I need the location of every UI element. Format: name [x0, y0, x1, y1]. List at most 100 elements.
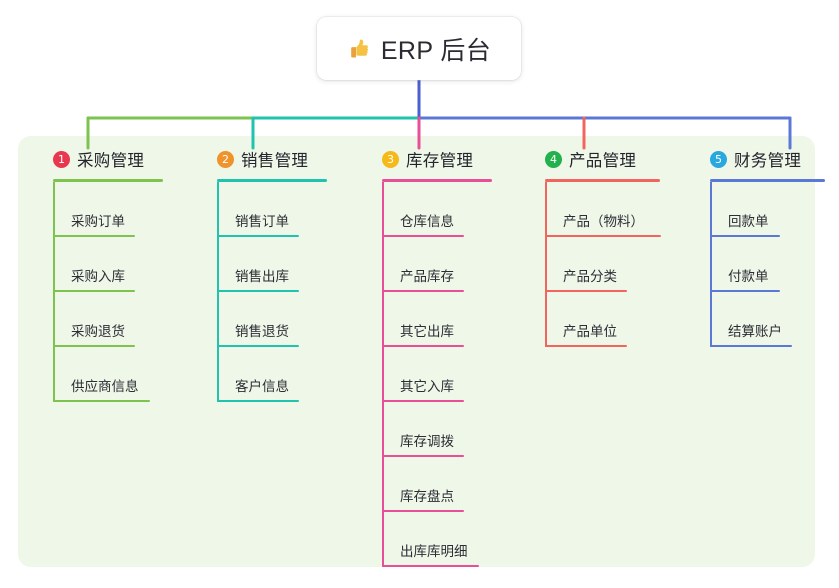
branch-title: 财务管理	[734, 152, 802, 170]
branch-item-label: 销售订单	[235, 214, 289, 229]
branch-item-list: 销售订单销售出库销售退货客户信息	[200, 182, 327, 402]
branch-item[interactable]: 产品（物料）	[528, 182, 661, 237]
branch-column: 1 采购管理采购订单采购入库采购退货供应商信息	[36, 147, 163, 402]
branch-number-badge: 3	[382, 150, 399, 168]
branch-item-label: 库存调拨	[400, 434, 454, 449]
branches-panel	[18, 136, 815, 567]
branch-item-list: 回款单付款单结算账户	[693, 182, 825, 347]
branch-header-rule	[710, 179, 825, 182]
branch-item[interactable]: 库存调拨	[365, 402, 492, 457]
thumbs-up-icon	[347, 36, 372, 61]
branch-item-label: 其它入库	[400, 379, 454, 394]
root-node-content: ERP 后台	[347, 31, 491, 67]
branch-spine	[545, 182, 547, 347]
branch-item-label: 付款单	[728, 269, 769, 284]
root-title: ERP 后台	[380, 36, 492, 65]
branch-item[interactable]: 库存盘点	[365, 457, 492, 512]
branch-item[interactable]: 结算账户	[693, 292, 825, 347]
branch-title: 产品管理	[569, 152, 637, 170]
branch-item[interactable]: 回款单	[693, 182, 825, 237]
branch-item-label: 结算账户	[728, 324, 782, 339]
branch-column: 2 销售管理销售订单销售出库销售退货客户信息	[200, 147, 327, 402]
branch-item-rule	[382, 400, 464, 402]
branch-item-label: 出库库明细	[400, 544, 468, 559]
branch-header-rule	[217, 179, 327, 182]
branch-item[interactable]: 采购入库	[36, 237, 163, 292]
branch-number-badge: 5	[710, 150, 727, 168]
branch-item-label: 仓库信息	[400, 214, 454, 229]
branch-header-rule	[545, 179, 660, 182]
branch-item-rule	[53, 235, 135, 237]
root-node[interactable]: ERP 后台	[317, 17, 521, 80]
branch-title: 销售管理	[241, 152, 309, 170]
branch-title: 采购管理	[77, 152, 145, 170]
branch-item-rule	[545, 345, 627, 347]
branch-header-库存管理[interactable]: 3 库存管理	[382, 147, 492, 171]
branch-item[interactable]: 产品库存	[365, 237, 492, 292]
branch-number-badge: 2	[217, 150, 234, 168]
branch-item-label: 库存盘点	[400, 489, 454, 504]
branch-item-list: 仓库信息产品库存其它出库其它入库库存调拨库存盘点出库库明细	[365, 182, 492, 567]
branch-item[interactable]: 付款单	[693, 237, 825, 292]
branch-item[interactable]: 仓库信息	[365, 182, 492, 237]
branch-header-销售管理[interactable]: 2 销售管理	[217, 147, 327, 171]
branch-item[interactable]: 销售订单	[200, 182, 327, 237]
branch-column: 4 产品管理产品（物料） 产品分类产品单位	[528, 147, 661, 347]
branch-item-rule	[545, 290, 627, 292]
branch-item-label: 产品单位	[563, 324, 617, 339]
branch-header-rule	[53, 179, 163, 182]
branch-header-财务管理[interactable]: 5 财务管理	[710, 147, 825, 171]
branch-item-list: 采购订单采购入库采购退货供应商信息	[36, 182, 163, 402]
branch-column: 3 库存管理仓库信息产品库存其它出库其它入库库存调拨库存盘点出库库明细	[365, 147, 492, 567]
branch-item-label: 回款单	[728, 214, 769, 229]
branch-spine	[710, 182, 712, 347]
branch-column: 5 财务管理回款单付款单结算账户	[693, 147, 825, 347]
branch-item-label: 采购订单	[71, 214, 125, 229]
branch-item[interactable]: 产品单位	[528, 292, 660, 347]
branch-item-rule	[53, 290, 135, 292]
branch-number-badge: 4	[545, 150, 562, 168]
branch-item-rule	[710, 290, 780, 292]
branch-item-rule	[710, 345, 792, 347]
branch-item[interactable]: 销售退货	[200, 292, 327, 347]
branch-item[interactable]: 其它出库	[365, 292, 492, 347]
branch-item-rule	[382, 565, 479, 567]
branch-item[interactable]: 客户信息	[200, 347, 327, 402]
branch-item-label: 产品分类	[563, 269, 617, 284]
branch-header-产品管理[interactable]: 4 产品管理	[545, 147, 660, 171]
branch-item-rule	[217, 290, 299, 292]
branch-item-rule	[382, 455, 464, 457]
branch-item[interactable]: 其它入库	[365, 347, 492, 402]
branch-item-rule	[382, 510, 464, 512]
branch-item-rule	[545, 235, 661, 237]
branch-header-rule	[382, 179, 492, 182]
branch-item-label: 采购入库	[71, 269, 125, 284]
branch-item[interactable]: 采购订单	[36, 182, 163, 237]
branch-spine	[217, 182, 219, 402]
branch-item[interactable]: 产品分类	[528, 237, 660, 292]
branch-number-badge: 1	[53, 150, 70, 168]
branch-item-list: 产品（物料） 产品分类产品单位	[528, 182, 661, 347]
branch-item[interactable]: 出库库明细	[365, 512, 492, 567]
branch-item-rule	[53, 345, 135, 347]
branch-item-rule	[382, 235, 464, 237]
branch-item-label: 产品（物料）	[563, 214, 644, 229]
branch-item-label: 销售退货	[235, 324, 289, 339]
branch-item-rule	[53, 400, 150, 402]
branch-item[interactable]: 供应商信息	[36, 347, 163, 402]
branch-item-label: 其它出库	[400, 324, 454, 339]
branch-spine	[382, 182, 384, 567]
branch-item-label: 供应商信息	[71, 379, 139, 394]
branch-title: 库存管理	[406, 152, 474, 170]
branch-item-label: 产品库存	[400, 269, 454, 284]
branch-item-label: 客户信息	[235, 379, 289, 394]
branch-spine	[53, 182, 55, 402]
branch-item-label: 采购退货	[71, 324, 125, 339]
branch-item-rule	[217, 400, 299, 402]
branch-item[interactable]: 销售出库	[200, 237, 327, 292]
branch-item[interactable]: 采购退货	[36, 292, 163, 347]
branch-header-采购管理[interactable]: 1 采购管理	[53, 147, 163, 171]
branch-item-rule	[382, 345, 464, 347]
branch-item-rule	[217, 235, 299, 237]
